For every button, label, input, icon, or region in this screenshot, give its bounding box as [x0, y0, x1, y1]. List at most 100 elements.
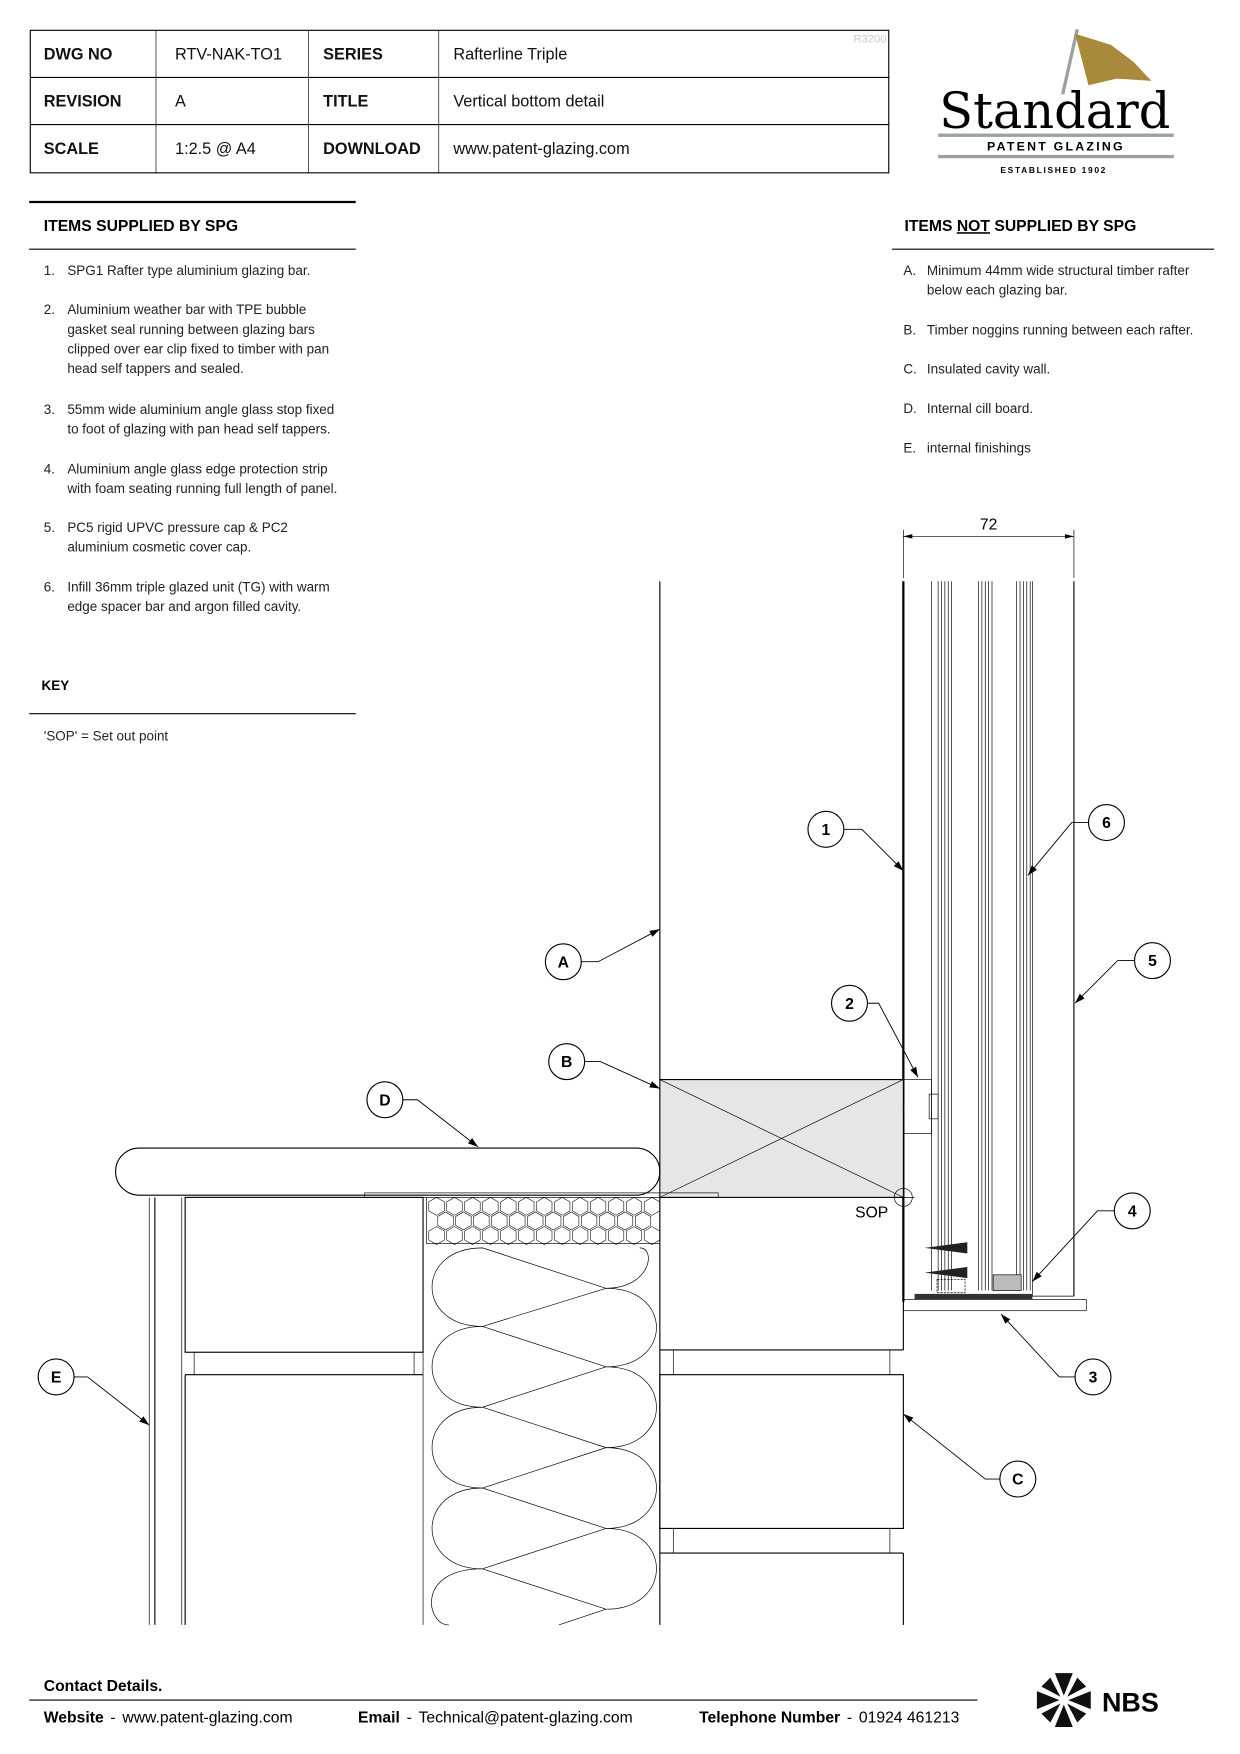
arrow-icon: [1000, 1314, 1011, 1324]
list-item-text: internal finishings: [927, 440, 1031, 455]
list-item: A. Minimum 44mm wide structural timber ra…: [903, 263, 1189, 298]
series: Rafterline Triple: [453, 45, 567, 63]
arrow-icon: [649, 1081, 660, 1089]
svg-text:SOP: SOP: [855, 1205, 888, 1222]
svg-text:2: 2: [845, 996, 854, 1013]
list-item-number: B.: [903, 322, 916, 337]
arrow-icon: [1027, 865, 1037, 876]
list-item-text: head self tappers and sealed.: [67, 361, 244, 376]
list-item-text: gasket seal running between glazing bars: [67, 322, 315, 337]
nbs-logo: NBS: [1036, 1673, 1159, 1728]
callout-3: 3: [1000, 1313, 1112, 1396]
email-link: Technical@patent-glazing.com: [419, 1710, 633, 1727]
svg-text:72: 72: [980, 517, 997, 534]
callout-4: 4: [1032, 1192, 1151, 1282]
scale-label: SCALE: [44, 140, 99, 158]
list-item: D.Internal cill board.: [903, 401, 1033, 416]
list-item-number: 4.: [44, 462, 55, 477]
dwg-no: RTV-NAK-TO1: [175, 45, 282, 63]
contact-heading: Contact Details.: [44, 1678, 163, 1695]
arrow-icon: [139, 1416, 150, 1426]
logo-sub: PATENT GLAZING: [987, 139, 1125, 153]
list-item: 3.55mm wide aluminium angle glass stop f…: [44, 402, 335, 437]
callout-2: 2: [830, 984, 919, 1078]
list-item: 5. PC5 rigid UPVC pressure cap & PC2 alumi…: [44, 520, 288, 555]
svg-text:1: 1: [822, 822, 831, 839]
download-link[interactable]: www.patent-glazing.com: [452, 140, 629, 158]
callout-6: 6: [1027, 804, 1125, 876]
website-link: www.patent-glazing.com: [121, 1710, 292, 1727]
dimension-72: 72: [903, 517, 1075, 578]
arrow-icon: [903, 1413, 914, 1423]
list-item: 4. Aluminium angle glass edge protection …: [44, 462, 338, 497]
list-item-text: clipped over ear clip fixed to timber wi…: [67, 342, 329, 357]
callout-1: 1: [807, 810, 904, 872]
svg-text:D: D: [379, 1092, 390, 1109]
title-label: TITLE: [323, 93, 368, 111]
callout-E: E: [37, 1358, 150, 1426]
list-item-number: C.: [903, 362, 916, 377]
list-item-text: edge spacer bar and argon filled cavity.: [67, 599, 301, 614]
svg-text:NBS: NBS: [1102, 1687, 1159, 1717]
series-label: SERIES: [323, 45, 383, 63]
list-item-text: PC5 rigid UPVC pressure cap & PC2: [67, 520, 288, 535]
list-item-text: Aluminium weather bar with TPE bubble: [67, 302, 306, 317]
list-item-text: Infill 36mm triple glazed unit (TG) with…: [67, 579, 329, 594]
arrow-icon: [649, 929, 660, 937]
svg-text:4: 4: [1128, 1203, 1137, 1220]
list-item: E. internal finishings: [903, 440, 1031, 455]
dwg-no-label: DWG NO: [44, 45, 113, 63]
list-item-number: 6.: [44, 579, 55, 594]
phone-row: Telephone Number-01924 461213: [699, 1710, 959, 1727]
ref-code: R3200: [853, 34, 886, 46]
list-item-text: Minimum 44mm wide structural timber raft…: [927, 263, 1190, 278]
supplied-heading: ITEMS SUPPLIED BY SPG: [44, 218, 238, 235]
list-item-text: aluminium cosmetic cover cap.: [67, 540, 251, 555]
list-item-number: D.: [903, 401, 916, 416]
scale: 1:2.5 @ A4: [175, 140, 256, 158]
cavity-wall: [184, 1196, 904, 1625]
website-row: Website-www.patent-glazing.com: [44, 1710, 293, 1727]
not-supplied-heading: ITEMS NOT SUPPLIED BY SPG: [904, 218, 1136, 235]
insulation: [422, 1197, 657, 1626]
email-row: Email-Technical@patent-glazing.com: [358, 1710, 633, 1727]
list-item-text: Aluminium angle glass edge protection st…: [67, 462, 327, 477]
items-not-supplied-section: ITEMS NOT SUPPLIED BY SPG A. Minimum 44mm…: [892, 218, 1215, 455]
list-item-number: E.: [903, 440, 916, 455]
standard-logo: Standard PATENT GLAZING ESTABLISHED 1902: [938, 28, 1174, 175]
arrow-icon: [910, 1066, 918, 1078]
list-item-text: Timber noggins running between each raft…: [927, 322, 1193, 337]
title-block: DWG NO RTV-NAK-TO1 SERIES Rafterline Tri…: [29, 29, 890, 174]
cavity-closer: [426, 1197, 661, 1245]
footer: Contact Details. Website-www.patent-glaz…: [29, 1673, 1159, 1728]
callout-B: B: [548, 1043, 661, 1089]
key-text: 'SOP' = Set out point: [44, 729, 169, 744]
cill-board: [115, 1147, 661, 1196]
logo-est: ESTABLISHED 1902: [1000, 165, 1107, 175]
list-item: 6. Infill 36mm triple glazed unit (TG) wi…: [44, 579, 330, 614]
svg-text:C: C: [1012, 1472, 1023, 1489]
list-item-text: below each glazing bar.: [927, 283, 1068, 298]
arrow-icon: [1075, 993, 1085, 1004]
svg-text:5: 5: [1148, 953, 1157, 970]
svg-text:A: A: [558, 954, 569, 971]
svg-text:6: 6: [1102, 815, 1111, 832]
callout-A: A: [544, 928, 661, 981]
items-supplied-section: ITEMS SUPPLIED BY SPG 1. SPG1 Rafter type…: [29, 200, 356, 744]
list-item-number: 1.: [44, 263, 55, 278]
svg-text:B: B: [561, 1054, 572, 1071]
list-item: B. Timber noggins running between each ra…: [903, 322, 1193, 337]
callout-5: 5: [1074, 942, 1171, 1004]
list-item-number: A.: [903, 263, 916, 278]
drawing-title: Vertical bottom detail: [453, 93, 604, 111]
list-item-text: Insulated cavity wall.: [927, 362, 1050, 377]
callout-C: C: [903, 1413, 1037, 1498]
list-item-text: SPG1 Rafter type aluminium glazing bar.: [67, 263, 310, 278]
callout-D: D: [366, 1081, 479, 1148]
list-item-number: 2.: [44, 302, 55, 317]
revision: A: [175, 93, 186, 111]
list-item-number: 5.: [44, 520, 55, 535]
revision-label: REVISION: [44, 93, 122, 111]
timber-noggin: [659, 1078, 904, 1198]
